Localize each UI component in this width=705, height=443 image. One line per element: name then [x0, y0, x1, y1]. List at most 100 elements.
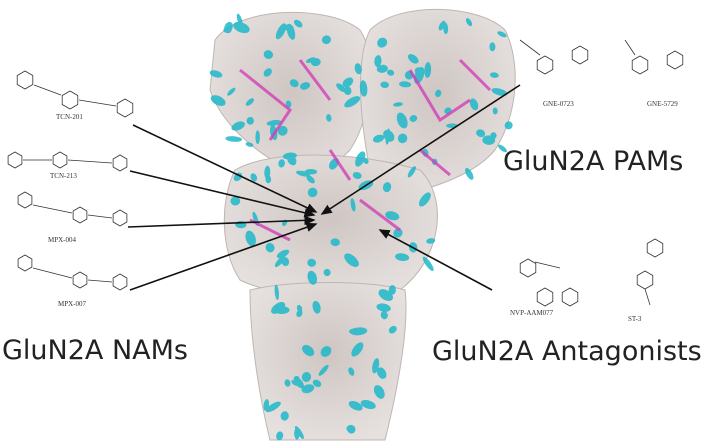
- ring: [666, 50, 684, 70]
- helix-segment: [289, 79, 299, 88]
- helix-segment: [372, 358, 380, 374]
- helix-segment: [360, 399, 376, 410]
- helix-segment: [294, 377, 304, 389]
- compound-label: MPX-004: [48, 236, 77, 244]
- ring: [116, 98, 134, 118]
- helix-segment: [497, 144, 507, 153]
- helix-segment: [263, 50, 274, 59]
- helix-segment: [255, 130, 260, 145]
- ring: [7, 151, 23, 169]
- helix-segment: [352, 171, 362, 180]
- helix-segment: [354, 63, 362, 75]
- group-label-antagonists: GluN2A Antagonists: [432, 336, 702, 367]
- helix-segment: [347, 425, 356, 434]
- helix-segment: [330, 238, 340, 247]
- helix-segment: [426, 238, 436, 244]
- helix-segment: [388, 325, 397, 334]
- helix-segment: [380, 81, 390, 88]
- ring: [646, 238, 664, 258]
- helix-segment: [342, 77, 354, 88]
- helix-segment: [355, 151, 366, 167]
- helix-segment: [274, 255, 286, 268]
- helix-segment: [382, 182, 392, 193]
- helix-segment: [276, 431, 284, 441]
- helix-segment: [236, 13, 243, 27]
- helix-segment: [418, 192, 431, 207]
- helix-segment: [393, 228, 403, 238]
- helix-segment: [307, 270, 318, 285]
- group-label-nams: GluN2A NAMs: [2, 335, 188, 366]
- helix-segment: [301, 371, 312, 382]
- helix-segment: [374, 55, 382, 68]
- helix-segment: [225, 136, 243, 142]
- ring: [61, 90, 79, 110]
- helix-segment: [482, 135, 496, 145]
- ring: [17, 254, 33, 272]
- helix-segment: [348, 367, 355, 376]
- helix-segment: [227, 87, 236, 96]
- helix-segment: [294, 428, 300, 440]
- helix-segment: [422, 256, 434, 271]
- ring: [17, 191, 33, 209]
- helix-segment: [263, 68, 272, 77]
- helix-segment: [312, 300, 321, 314]
- helix-segment: [307, 187, 318, 198]
- helix-segment: [443, 22, 449, 35]
- helix-segment: [376, 64, 388, 73]
- compound-label: MPX-007: [58, 300, 87, 308]
- helix-segment: [321, 35, 332, 45]
- compound-label: TCN-201: [56, 113, 83, 121]
- cyan-helices: [209, 13, 513, 441]
- helix-segment: [284, 379, 291, 387]
- helix-segment: [284, 24, 294, 32]
- helix-segment: [245, 142, 254, 147]
- helix-segment: [438, 20, 446, 31]
- ring: [112, 273, 128, 291]
- helix-segment: [291, 380, 298, 386]
- ring: [112, 209, 128, 227]
- helix-segment: [465, 167, 474, 180]
- protein-surface: [209, 8, 516, 441]
- helix-segment: [223, 27, 232, 34]
- ring: [536, 287, 554, 307]
- helix-segment: [397, 133, 408, 144]
- helix-segment: [407, 54, 419, 64]
- helix-segment: [280, 411, 289, 421]
- helix-segment: [296, 170, 310, 177]
- ring: [519, 258, 537, 278]
- bond: [534, 261, 561, 269]
- helix-segment: [265, 242, 275, 253]
- helix-segment: [265, 401, 281, 413]
- helix-segment: [376, 367, 387, 379]
- ring: [636, 270, 654, 290]
- arrow-mpx-004: [127, 215, 316, 228]
- helix-segment: [233, 21, 250, 34]
- helix-segment: [231, 121, 245, 131]
- bond: [33, 84, 62, 96]
- helix-segment: [424, 62, 432, 78]
- ring: [561, 287, 579, 307]
- ring: [536, 55, 554, 75]
- helix-segment: [348, 401, 363, 411]
- helix-segment: [278, 159, 285, 168]
- helix-segment: [343, 86, 352, 95]
- helix-segment: [209, 70, 223, 78]
- helix-segment: [399, 81, 412, 88]
- bond: [32, 204, 73, 214]
- helix-segment: [476, 129, 486, 138]
- helix-segment: [296, 309, 303, 318]
- helix-segment: [383, 129, 395, 142]
- helix-segment: [299, 82, 311, 90]
- ring: [16, 70, 34, 90]
- arrow-tcn-213: [129, 170, 316, 218]
- helix-segment: [344, 96, 361, 108]
- helix-segment: [336, 83, 346, 92]
- helix-segment: [306, 175, 315, 184]
- magenta-strands: [239, 58, 492, 242]
- helix-segment: [435, 89, 442, 98]
- helix-segment: [359, 80, 368, 97]
- helix-segment: [293, 19, 303, 28]
- helix-segment: [407, 166, 416, 178]
